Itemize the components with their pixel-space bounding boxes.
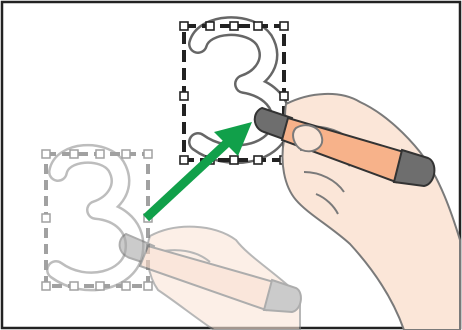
active-thumb (293, 125, 322, 151)
